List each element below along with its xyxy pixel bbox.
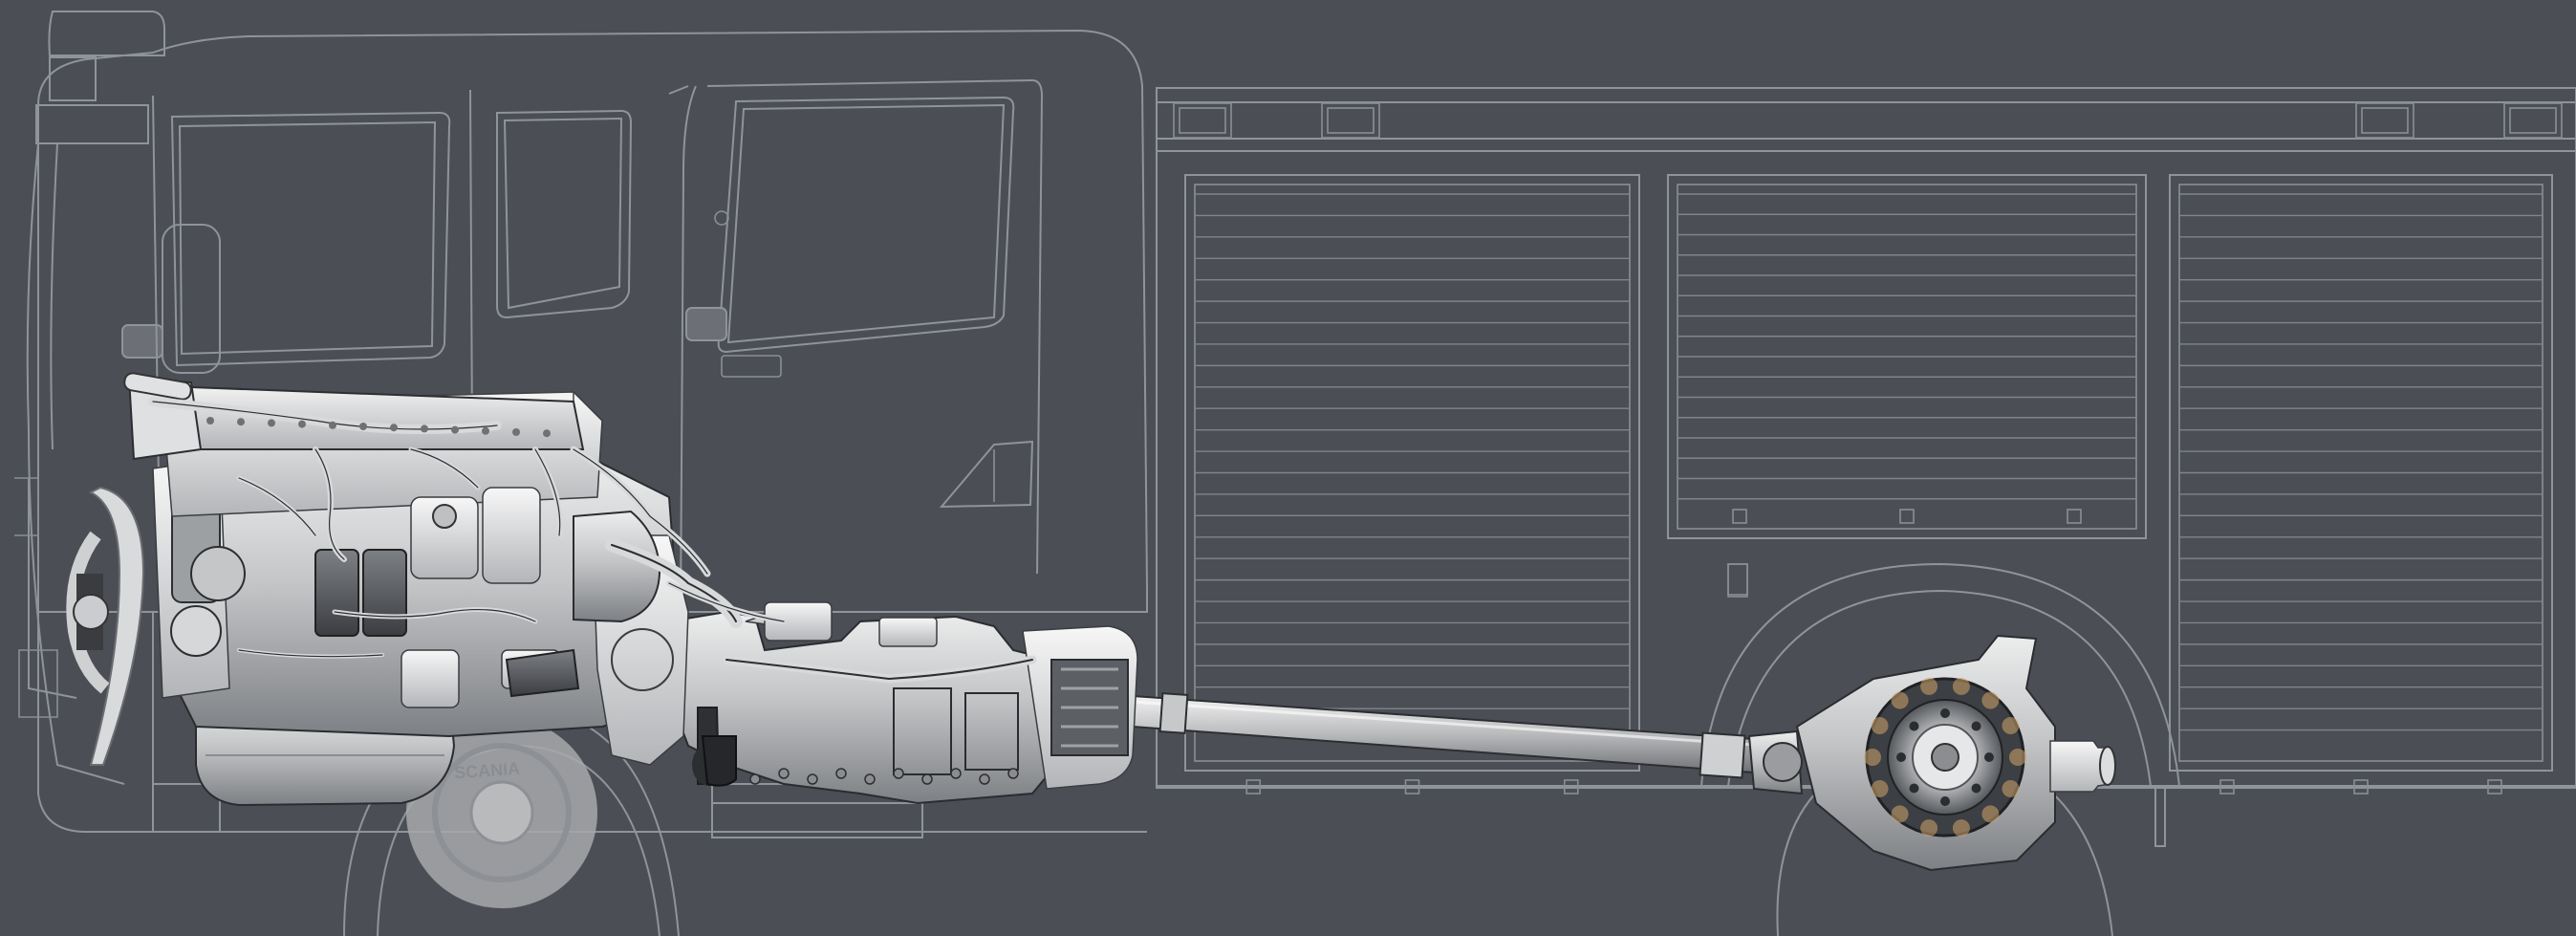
- propeller-shaft: [1132, 692, 1804, 795]
- fan-icon: [66, 486, 145, 766]
- gearbox: [667, 601, 1138, 805]
- shutter-panel-3: [2169, 174, 2553, 795]
- rear-wheel-arch: [1700, 562, 2180, 936]
- engine: SCANIA: [66, 372, 743, 807]
- rear-axle-differential: [1795, 634, 2116, 872]
- cab-outline: [14, 11, 1148, 936]
- engine-plumbing: [148, 397, 787, 659]
- oil-pan-logo: SCANIA: [453, 759, 520, 783]
- shutter-panel-1: [1184, 174, 1640, 795]
- shutter-panel-2: [1667, 174, 2147, 539]
- front-wheel: [406, 717, 597, 908]
